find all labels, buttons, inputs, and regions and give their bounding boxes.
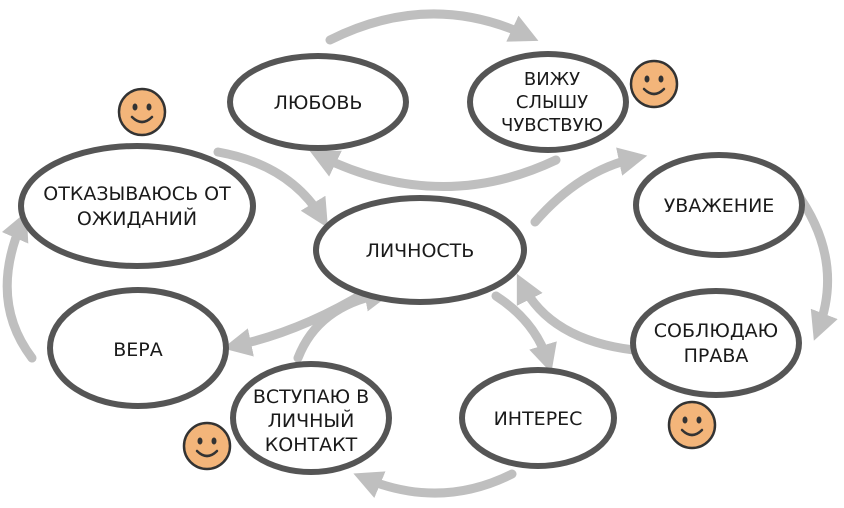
smiley-face-icon xyxy=(182,421,232,471)
node-see-ellipse xyxy=(467,51,629,153)
node-see-line1: ВИЖУ xyxy=(524,69,580,90)
arrow-respect-to-rights xyxy=(791,187,838,341)
arrow-refuse-to-center xyxy=(213,147,328,228)
node-love-label: ЛЮБОВЬ xyxy=(274,92,363,114)
smiley-face-icon xyxy=(667,400,717,450)
node-refuse-line1: ОТКАЗЫВАЮСЬ ОТ xyxy=(43,183,231,205)
arrow-contact-to-center xyxy=(293,283,394,363)
node-interest-ellipse xyxy=(459,367,617,469)
node-refuse-line2: ОЖИДАНИЙ xyxy=(77,207,197,230)
arrow-center-to-faith xyxy=(222,287,371,357)
arrow-center-to-respect xyxy=(530,147,648,227)
node-respect-ellipse xyxy=(633,152,805,258)
node-contact-line1: ВСТУПАЮ В xyxy=(253,386,369,408)
node-rights-line1: СОБЛЮДАЮ xyxy=(654,320,778,342)
smiley-face-icon xyxy=(117,87,167,137)
arrow-love-to-see xyxy=(325,9,539,45)
arrow-interest-to-contact xyxy=(353,469,517,498)
node-contact-ellipse xyxy=(230,361,392,475)
node-rights-ellipse xyxy=(630,288,802,398)
node-see-line3: ЧУВСТВУЮ xyxy=(501,115,603,136)
node-rights-line2: ПРАВА xyxy=(684,345,749,367)
smiley-face-icon xyxy=(629,59,679,109)
node-respect-label: УВАЖЕНИЕ xyxy=(664,195,775,217)
arrow-center-to-interest xyxy=(491,291,557,374)
node-center-ellipse xyxy=(313,195,527,305)
arrow-faith-to-refuse xyxy=(1,211,37,363)
arrow-rights-to-center xyxy=(516,273,639,355)
node-faith-label: ВЕРА xyxy=(113,339,163,361)
node-contact-line3: КОНТАКТ xyxy=(265,434,358,456)
arrow-see-to-love xyxy=(309,150,561,191)
node-refuse-ellipse xyxy=(18,143,256,269)
node-center-label: ЛИЧНОСТЬ xyxy=(366,240,475,262)
node-faith-ellipse xyxy=(47,287,229,409)
node-see-line2: СЛЫШУ xyxy=(516,92,588,113)
node-interest-label: ИНТЕРЕС xyxy=(494,408,583,430)
node-love-ellipse xyxy=(227,53,409,151)
node-contact-line2: ЛИЧНЫЙ xyxy=(268,409,355,432)
